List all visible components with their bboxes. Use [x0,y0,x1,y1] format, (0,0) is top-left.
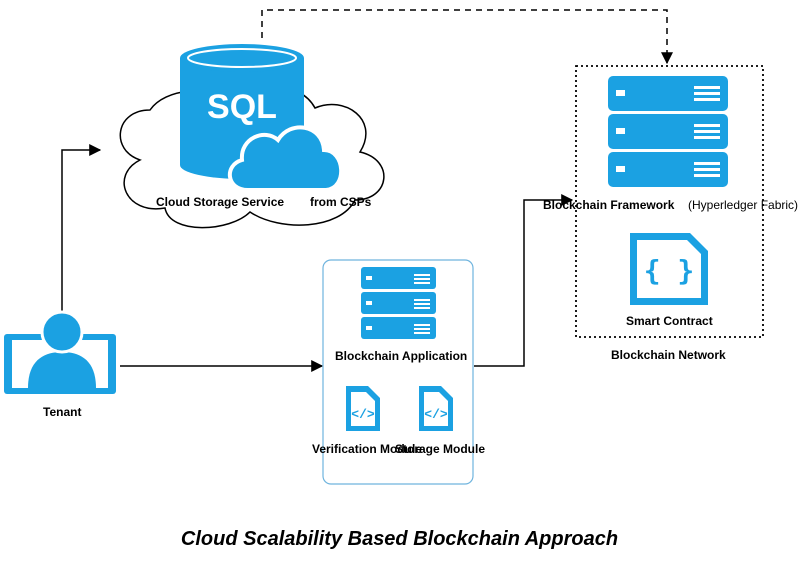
arrow-tenant-to-cloud [61,144,102,312]
dashed-arrow-cloud-to-network [261,9,673,65]
storage-module-icon: </> [419,386,453,431]
user-laptop-icon [4,310,116,394]
svg-text:</>: </> [424,407,448,422]
csp-label: from CSPs [310,195,372,209]
verification-module-label: Verification Module [312,442,423,456]
smart-contract-braces: { } [644,254,695,287]
cloud-storage-label: Cloud Storage Service [156,195,285,209]
server-rack-icon [361,267,436,339]
hyperledger-note: (Hyperledger Fabric) [688,198,799,212]
sql-text: SQL [207,88,277,126]
blockchain-app-label: Blockchain Application [335,349,468,363]
verification-module-icon: </> [346,386,380,431]
blockchain-framework-label: Blockchain Framework [543,198,675,212]
smart-contract-label: Smart Contract [626,314,713,328]
svg-text:</>: </> [351,407,375,422]
tenant-label: Tenant [43,405,82,419]
storage-module-label: Storage Module [395,442,486,456]
arrow-app-to-framework [474,194,574,367]
smart-contract-icon: { } [630,233,708,305]
diagram-caption: Cloud Scalability Based Blockchain Appro… [180,528,619,550]
framework-server-icon [608,76,728,187]
cloud-icon [227,125,344,192]
blockchain-network-box [575,65,764,338]
blockchain-network-label: Blockchain Network [611,348,726,362]
